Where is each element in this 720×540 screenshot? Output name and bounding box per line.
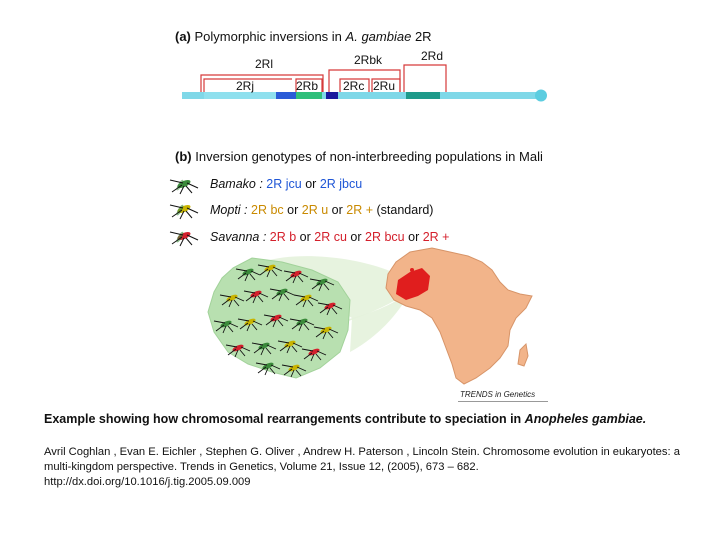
mosquito-icon (301, 348, 327, 362)
mosquito-icon (293, 294, 319, 308)
label-2rd: 2Rd (421, 49, 444, 63)
mali-highlight (396, 268, 430, 300)
caption-species: Anopheles gambiae. (524, 412, 647, 426)
panel-a-title: (a) Polymorphic inversions in A. gambiae… (175, 29, 432, 44)
genotype: 2R jcu (266, 177, 302, 191)
segment-2rb (296, 92, 322, 99)
connector: or (350, 230, 362, 244)
bracket-2rb (295, 78, 323, 92)
mosquito-icon (213, 320, 239, 334)
mosquito-icon (313, 326, 339, 340)
panel-a-species: A. gambiae (345, 29, 412, 44)
connector: or (331, 203, 343, 217)
genotype: 2R + (346, 203, 374, 217)
mosquito-icon (277, 340, 303, 354)
mosquito-icon (235, 268, 261, 282)
mosquito-icon (169, 231, 199, 247)
segment-navy (326, 92, 338, 99)
connector: or (408, 230, 420, 244)
mosquito-icon (169, 179, 199, 195)
mosquito-icon (243, 290, 269, 304)
genotype: 2R bcu (365, 230, 405, 244)
mosquito-icon (255, 362, 281, 376)
panel-b-title-text: Inversion genotypes of non-interbreeding… (195, 149, 543, 164)
bracket-2rc (339, 78, 370, 92)
mosquito-swarm (213, 264, 343, 378)
mosquito-icon (269, 288, 295, 302)
mosquito-icon (251, 342, 277, 356)
mosquito-icon (317, 302, 343, 316)
madagascar (517, 342, 529, 367)
label-2ru: 2Ru (373, 79, 396, 93)
segment-blue (276, 92, 296, 99)
panel-a-letter: (a) (175, 29, 191, 44)
segment-teal (406, 92, 440, 99)
population-bamako: Bamako : 2R jcu or 2R jbcu (210, 177, 362, 191)
mosquito-icon (281, 364, 307, 378)
caption-text: Example showing how chromosomal rearrang… (44, 412, 522, 426)
zoom-link-band-lower (350, 292, 410, 352)
centromere (535, 89, 547, 102)
bracket-2rl (200, 74, 324, 92)
mali-dot (410, 268, 414, 272)
genotype: 2R bc (251, 203, 284, 217)
population-savanna: Savanna : 2R b or 2R cu or 2R bcu or 2R … (210, 230, 450, 244)
inversion-brackets (200, 64, 447, 92)
mosquito-icon (289, 318, 315, 332)
population-name: Savanna : (210, 230, 267, 244)
population-icons (169, 179, 199, 247)
mosquito-icon (283, 270, 309, 284)
label-2rj: 2Rj (236, 79, 255, 93)
connector: or (299, 230, 311, 244)
mosquito-icon (257, 264, 283, 278)
genotype: 2R b (269, 230, 297, 244)
bracket-2rj (203, 78, 292, 92)
note: (standard) (376, 203, 434, 217)
mosquito-icon (309, 278, 335, 292)
segment-2rj (204, 92, 276, 99)
population-name: Bamako : (210, 177, 263, 191)
segment-2rc (340, 92, 368, 99)
genotype: 2R + (422, 230, 450, 244)
population-mopti: Mopti : 2R bc or 2R u or 2R + (standard) (210, 203, 433, 217)
citation-text: Avril Coghlan , Evan E. Eichler , Stephe… (44, 446, 680, 488)
connector: or (287, 203, 299, 217)
bracket-2ru (371, 78, 401, 92)
genotype: 2R u (301, 203, 329, 217)
genotype: 2R cu (314, 230, 347, 244)
journal-credit: TRENDS in Genetics (460, 390, 536, 399)
africa-map (385, 247, 533, 385)
figure-caption: Example showing how chromosomal rearrang… (44, 412, 646, 426)
bracket-2rd (403, 64, 447, 92)
panel-b-title: (b) Inversion genotypes of non-interbree… (175, 149, 543, 164)
credit-divider (458, 401, 548, 402)
connector: or (305, 177, 317, 191)
mosquito-icon (263, 314, 289, 328)
mosquito-icon (219, 294, 245, 308)
mosquito-icon (169, 204, 199, 220)
panel-a-title-text: Polymorphic inversions in (194, 29, 342, 44)
mosquito-icon (237, 318, 263, 332)
mosquito-icon (225, 344, 251, 358)
panel-a-suffix: 2R (414, 29, 432, 44)
label-2rc: 2Rc (343, 79, 365, 93)
label-2rb: 2Rb (296, 79, 319, 93)
label-2rl: 2Rl (255, 57, 274, 71)
panel-b-letter: (b) (175, 149, 192, 164)
population-name: Mopti : (210, 203, 248, 217)
label-2rbk: 2Rbk (354, 53, 383, 67)
genotype: 2R jbcu (319, 177, 363, 191)
chromosome-2r-diagram (182, 64, 547, 102)
